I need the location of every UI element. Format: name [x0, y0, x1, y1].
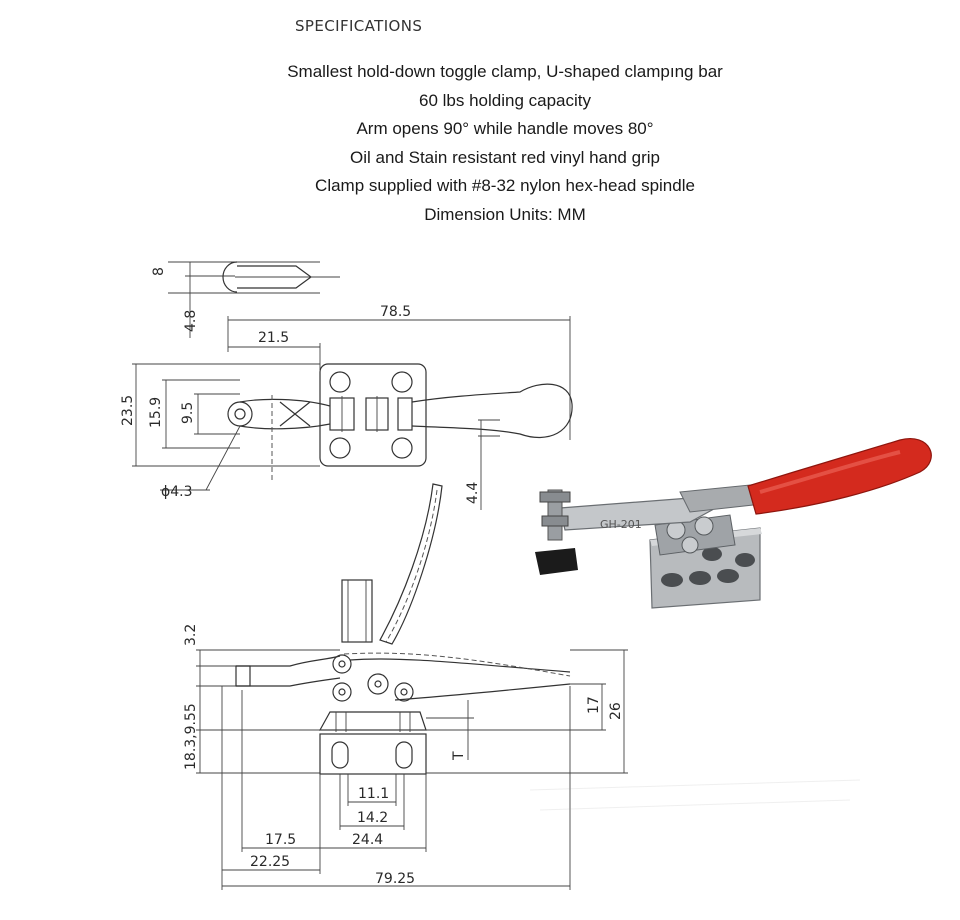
dim-T: T: [451, 751, 467, 761]
dim-15-9: 15.9: [148, 397, 164, 428]
photo-stamp: GH-201: [600, 518, 642, 531]
dim-22-25: 22.25: [250, 854, 290, 870]
dim-24-4: 24.4: [352, 832, 383, 848]
spec-line: Arm opens 90° while handle moves 80°: [356, 119, 654, 138]
dim-23-5: 23.5: [120, 395, 136, 426]
side-view: 3.2 18.3,9.55 17 26: [183, 483, 628, 890]
dim-8: 8: [151, 267, 167, 276]
dim-hole-diameter: ϕ4.3: [161, 484, 193, 500]
dim-4-8: 4.8: [183, 310, 199, 332]
spindle-detail: 8 4.8: [151, 261, 340, 338]
specifications-title: SPECIFICATIONS: [295, 17, 423, 35]
faint-background-marks: [529, 779, 861, 811]
dim-9-5: 9.5: [180, 402, 196, 424]
top-view: 78.5 21.5 23.5 15.9 9.5: [120, 304, 573, 510]
dim-18-3-9-55: 18.3,9.55: [183, 703, 199, 770]
product-photo: GH-201: [535, 438, 932, 609]
dim-11-1: 11.1: [358, 786, 389, 802]
spec-line: 60 lbs holding capacity: [418, 90, 591, 110]
dim-78-5: 78.5: [380, 304, 411, 320]
dim-14-2: 14.2: [357, 810, 388, 826]
spec-line: Clamp supplied with #8-32 nylon hex-head…: [315, 176, 695, 195]
dim-21-5: 21.5: [258, 330, 289, 346]
dim-4-4: 4.4: [465, 482, 481, 504]
dim-17-5: 17.5: [265, 832, 296, 848]
dim-26: 26: [608, 702, 624, 720]
spec-line: Dimension Units: MM: [424, 204, 586, 224]
dim-79-25: 79.25: [375, 871, 415, 887]
dim-3-2: 3.2: [183, 624, 199, 646]
spec-list: Smallest hold-down toggle clamp, U-shape…: [0, 58, 960, 229]
dim-17: 17: [586, 696, 602, 714]
spec-line: Oil and Stain resistant red vinyl hand g…: [350, 147, 660, 167]
spec-line: Smallest hold-down toggle clamp, U-shape…: [287, 62, 723, 81]
